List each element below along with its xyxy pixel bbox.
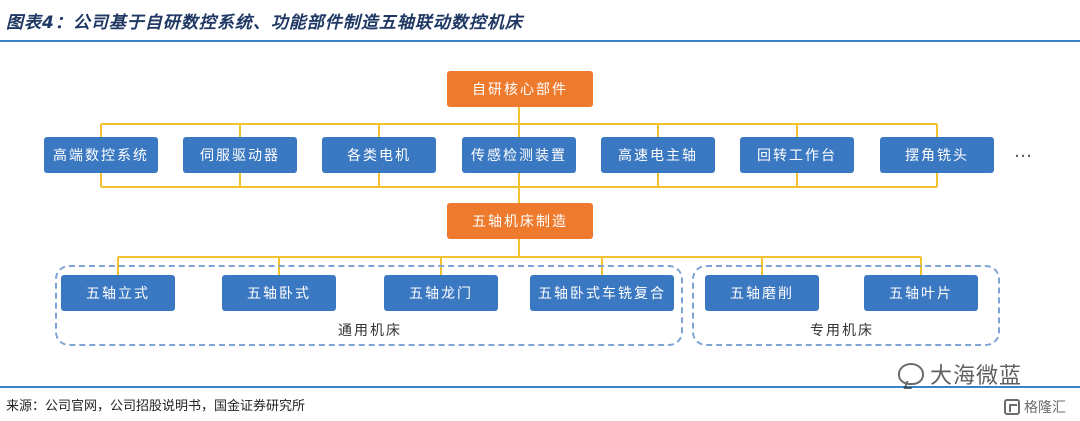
special-machine-group: [692, 265, 1000, 346]
component-node: 各类电机: [322, 137, 436, 173]
gelonghui-icon: [1004, 399, 1020, 415]
component-node: 回转工作台: [740, 137, 854, 173]
root-node: 自研核心部件: [447, 71, 593, 107]
component-node: 伺服驱动器: [183, 137, 297, 173]
footer-rule: [0, 386, 1080, 388]
source-note: 来源：公司官网，公司招股说明书，国金证券研究所: [6, 399, 306, 414]
manufacturing-node: 五轴机床制造: [447, 203, 593, 239]
machine-node: 五轴磨削: [705, 275, 819, 311]
machine-node: 五轴卧式: [222, 275, 336, 311]
component-node: 传感检测装置: [462, 137, 576, 173]
machine-node: 五轴龙门: [384, 275, 498, 311]
wechat-icon: [898, 363, 924, 385]
watermark-text: 大海微蓝: [930, 364, 1023, 389]
special-group-label: 专用机床: [810, 323, 874, 339]
gelonghui-logo: 格隆汇: [1004, 397, 1066, 417]
machine-node: 五轴叶片: [864, 275, 978, 311]
watermark: 大海微蓝: [898, 358, 1022, 390]
machine-node: 五轴卧式车铣复合: [530, 275, 674, 311]
general-machine-group: [55, 265, 683, 346]
figure-title: 图表4：公司基于自研数控系统、功能部件制造五轴联动数控机床: [6, 13, 523, 33]
machine-node: 五轴立式: [61, 275, 175, 311]
component-node: 高速电主轴: [601, 137, 715, 173]
component-node: 高端数控系统: [44, 137, 158, 173]
gelonghui-text: 格隆汇: [1024, 400, 1066, 416]
more-ellipsis: …: [1014, 141, 1032, 162]
component-node: 摆角铣头: [880, 137, 994, 173]
general-group-label: 通用机床: [338, 323, 402, 339]
title-rule: [0, 40, 1080, 42]
